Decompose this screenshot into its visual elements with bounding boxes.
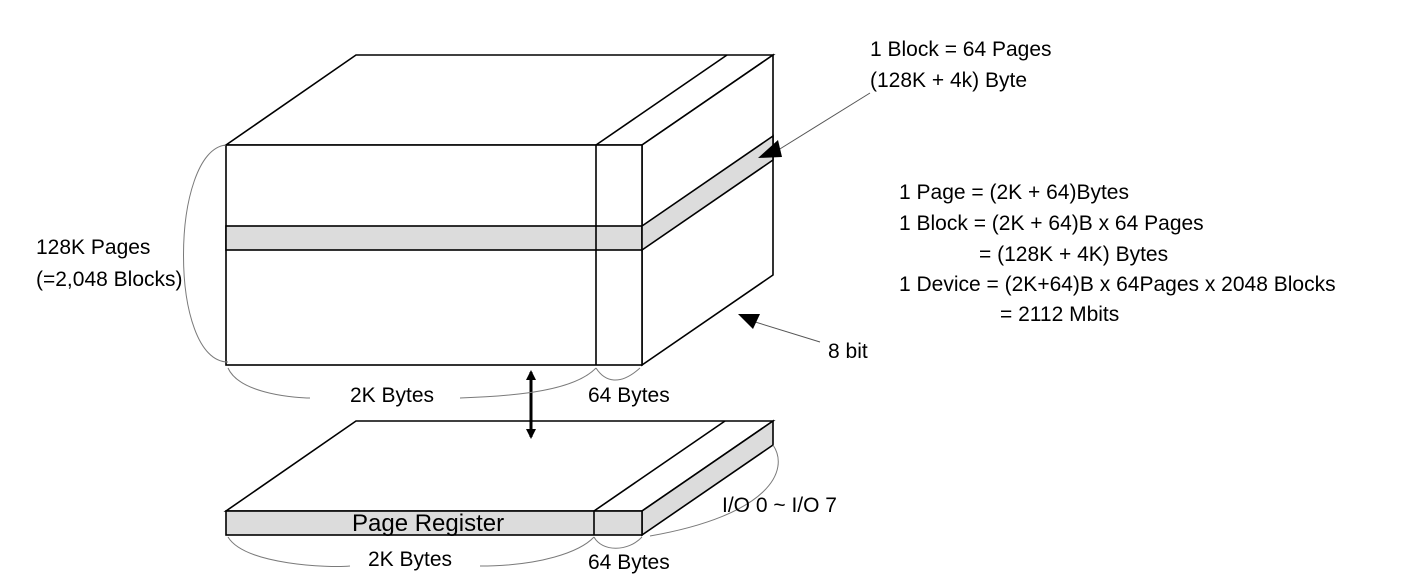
block-leader-line (774, 92, 871, 153)
page-band-front (225, 225, 643, 251)
formula-device-size-result: = 2112 Mbits (1000, 303, 1119, 326)
bit-width-label: 8 bit (828, 340, 868, 363)
page-band-side (641, 134, 774, 252)
formula-page-size: 1 Page = (2K + 64)Bytes (899, 181, 1129, 204)
io-brace (649, 444, 779, 537)
register-front-face (225, 510, 643, 536)
register-2k-brace-right (479, 536, 595, 567)
register-data-size-label: 2K Bytes (368, 548, 452, 571)
main-64-brace (595, 367, 641, 381)
page-register-label: Page Register (352, 510, 504, 537)
main-2k-brace-left (227, 367, 311, 399)
bit-leader-line (751, 320, 821, 343)
main-data-size-label: 2K Bytes (350, 384, 434, 407)
register-2k-brace-left (227, 536, 351, 567)
page-register-box (223, 419, 776, 537)
register-spare-size-label: 64 Bytes (588, 551, 670, 574)
main-spare-size-label: 64 Bytes (588, 384, 670, 407)
bit-pointer-arrowhead (738, 314, 760, 329)
spare-divider-top (595, 54, 728, 146)
block-pages-label: 1 Block = 64 Pages (870, 38, 1052, 61)
formula-device-size: 1 Device = (2K+64)B x 64Pages x 2048 Blo… (899, 273, 1336, 296)
register-divider-top (593, 420, 726, 512)
formula-block-size-result: = (128K + 4K) Bytes (979, 243, 1168, 266)
array-front-face (225, 144, 643, 366)
io-label: I/O 0 ~ I/O 7 (722, 494, 837, 517)
blocks-count-label: (=2,048 Blocks) (36, 268, 183, 291)
main-2k-brace-right (459, 367, 597, 399)
pages-left-brace (183, 144, 229, 363)
register-64-brace (593, 536, 643, 549)
formula-block-size: 1 Block = (2K + 64)B x 64 Pages (899, 212, 1204, 235)
pages-count-label: 128K Pages (36, 236, 150, 259)
block-pointer-arrowhead (758, 140, 782, 158)
memory-array-box (223, 53, 776, 367)
block-bytes-label: (128K + 4k) Byte (870, 69, 1027, 92)
